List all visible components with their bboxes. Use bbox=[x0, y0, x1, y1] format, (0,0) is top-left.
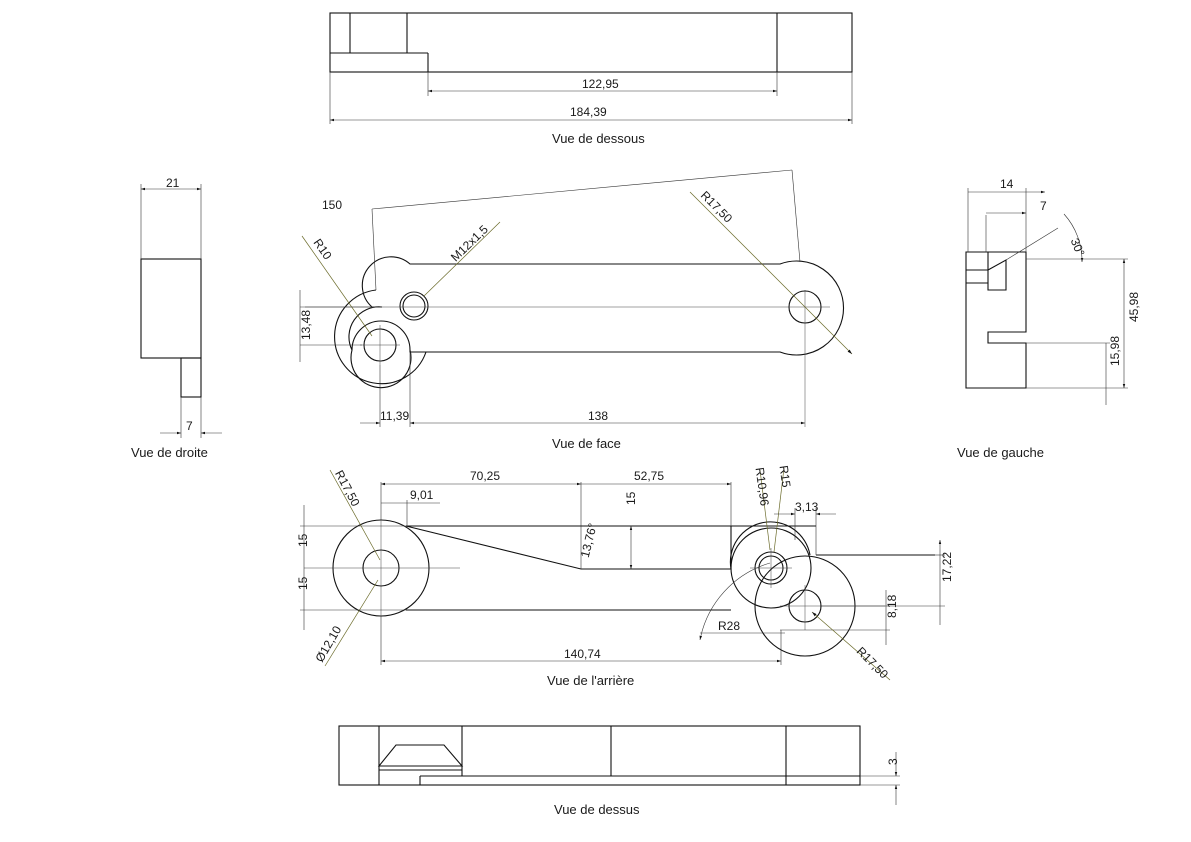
dim-r28: R28 bbox=[718, 619, 740, 633]
rear-view: 70,25 52,75 9,01 15 13,76° R17,50 Ø12,10… bbox=[296, 465, 954, 688]
dim-52-75: 52,75 bbox=[634, 469, 664, 483]
dim-138: 138 bbox=[588, 409, 608, 423]
dim-7: 7 bbox=[186, 419, 193, 433]
dim-150: 150 bbox=[322, 198, 342, 212]
dim-r17-50-rear-b: R17,50 bbox=[854, 644, 891, 681]
dim-r10: R10 bbox=[311, 236, 335, 262]
dim-17-22: 17,22 bbox=[940, 552, 954, 582]
rear-boss-mid bbox=[730, 527, 812, 609]
dim-15-98: 15,98 bbox=[1108, 336, 1122, 366]
dim-r17-50-front: R17,50 bbox=[698, 188, 735, 225]
dim-70-25: 70,25 bbox=[470, 469, 500, 483]
dim-15-b: 15 bbox=[296, 576, 310, 590]
bottom-view: 122,95 184,39 Vue de dessous bbox=[329, 12, 853, 146]
front-view: 150 R10 M12x1,5 R17,50 13,48 11,39 138 V… bbox=[299, 169, 853, 451]
dim-184-39: 184,39 bbox=[570, 105, 607, 119]
title-right-view: Vue de droite bbox=[131, 445, 208, 460]
dim-r10-96: R10,96 bbox=[752, 467, 771, 508]
dim-r17-50-rear-a: R17,50 bbox=[332, 468, 363, 509]
bottom-outline bbox=[329, 12, 853, 73]
title-rear-view: Vue de l'arrière bbox=[547, 673, 634, 688]
dim-140-74: 140,74 bbox=[564, 647, 601, 661]
dim-14: 14 bbox=[1000, 177, 1014, 191]
left-outline bbox=[965, 251, 1027, 389]
dim-21: 21 bbox=[166, 176, 180, 190]
threaded-hole bbox=[399, 291, 429, 321]
title-top-view: Vue de dessus bbox=[554, 802, 640, 817]
right-body bbox=[140, 258, 202, 359]
dim-m12: M12x1,5 bbox=[448, 222, 491, 264]
top-outline bbox=[338, 725, 861, 786]
dim-3-13: 3,13 bbox=[795, 500, 819, 514]
dim-dia-12-10: Ø12,10 bbox=[312, 623, 344, 664]
top-view: 3 Vue de dessus bbox=[338, 725, 900, 817]
dim-r15: R15 bbox=[776, 465, 793, 489]
dim-3: 3 bbox=[886, 758, 900, 765]
dim-122-95: 122,95 bbox=[582, 77, 619, 91]
dim-45-98: 45,98 bbox=[1127, 292, 1141, 322]
right-pin bbox=[180, 357, 202, 398]
dim-15-a: 15 bbox=[296, 533, 310, 547]
left-view: 14 7 30° 45,98 15,98 Vue de gauche bbox=[957, 177, 1141, 460]
right-view: 21 7 Vue de droite bbox=[131, 176, 222, 460]
title-bottom-view: Vue de dessous bbox=[552, 131, 645, 146]
dim-11-39: 11,39 bbox=[380, 409, 409, 423]
front-outline bbox=[348, 256, 845, 389]
dim-15-v: 15 bbox=[624, 491, 638, 505]
dim-13-48: 13,48 bbox=[299, 310, 313, 340]
title-front-view: Vue de face bbox=[552, 436, 621, 451]
dim-30deg: 30° bbox=[1068, 236, 1088, 258]
dim-9-01: 9,01 bbox=[410, 488, 434, 502]
title-left-view: Vue de gauche bbox=[957, 445, 1044, 460]
dim-7-left: 7 bbox=[1040, 199, 1047, 213]
dim-8-18: 8,18 bbox=[885, 594, 899, 618]
